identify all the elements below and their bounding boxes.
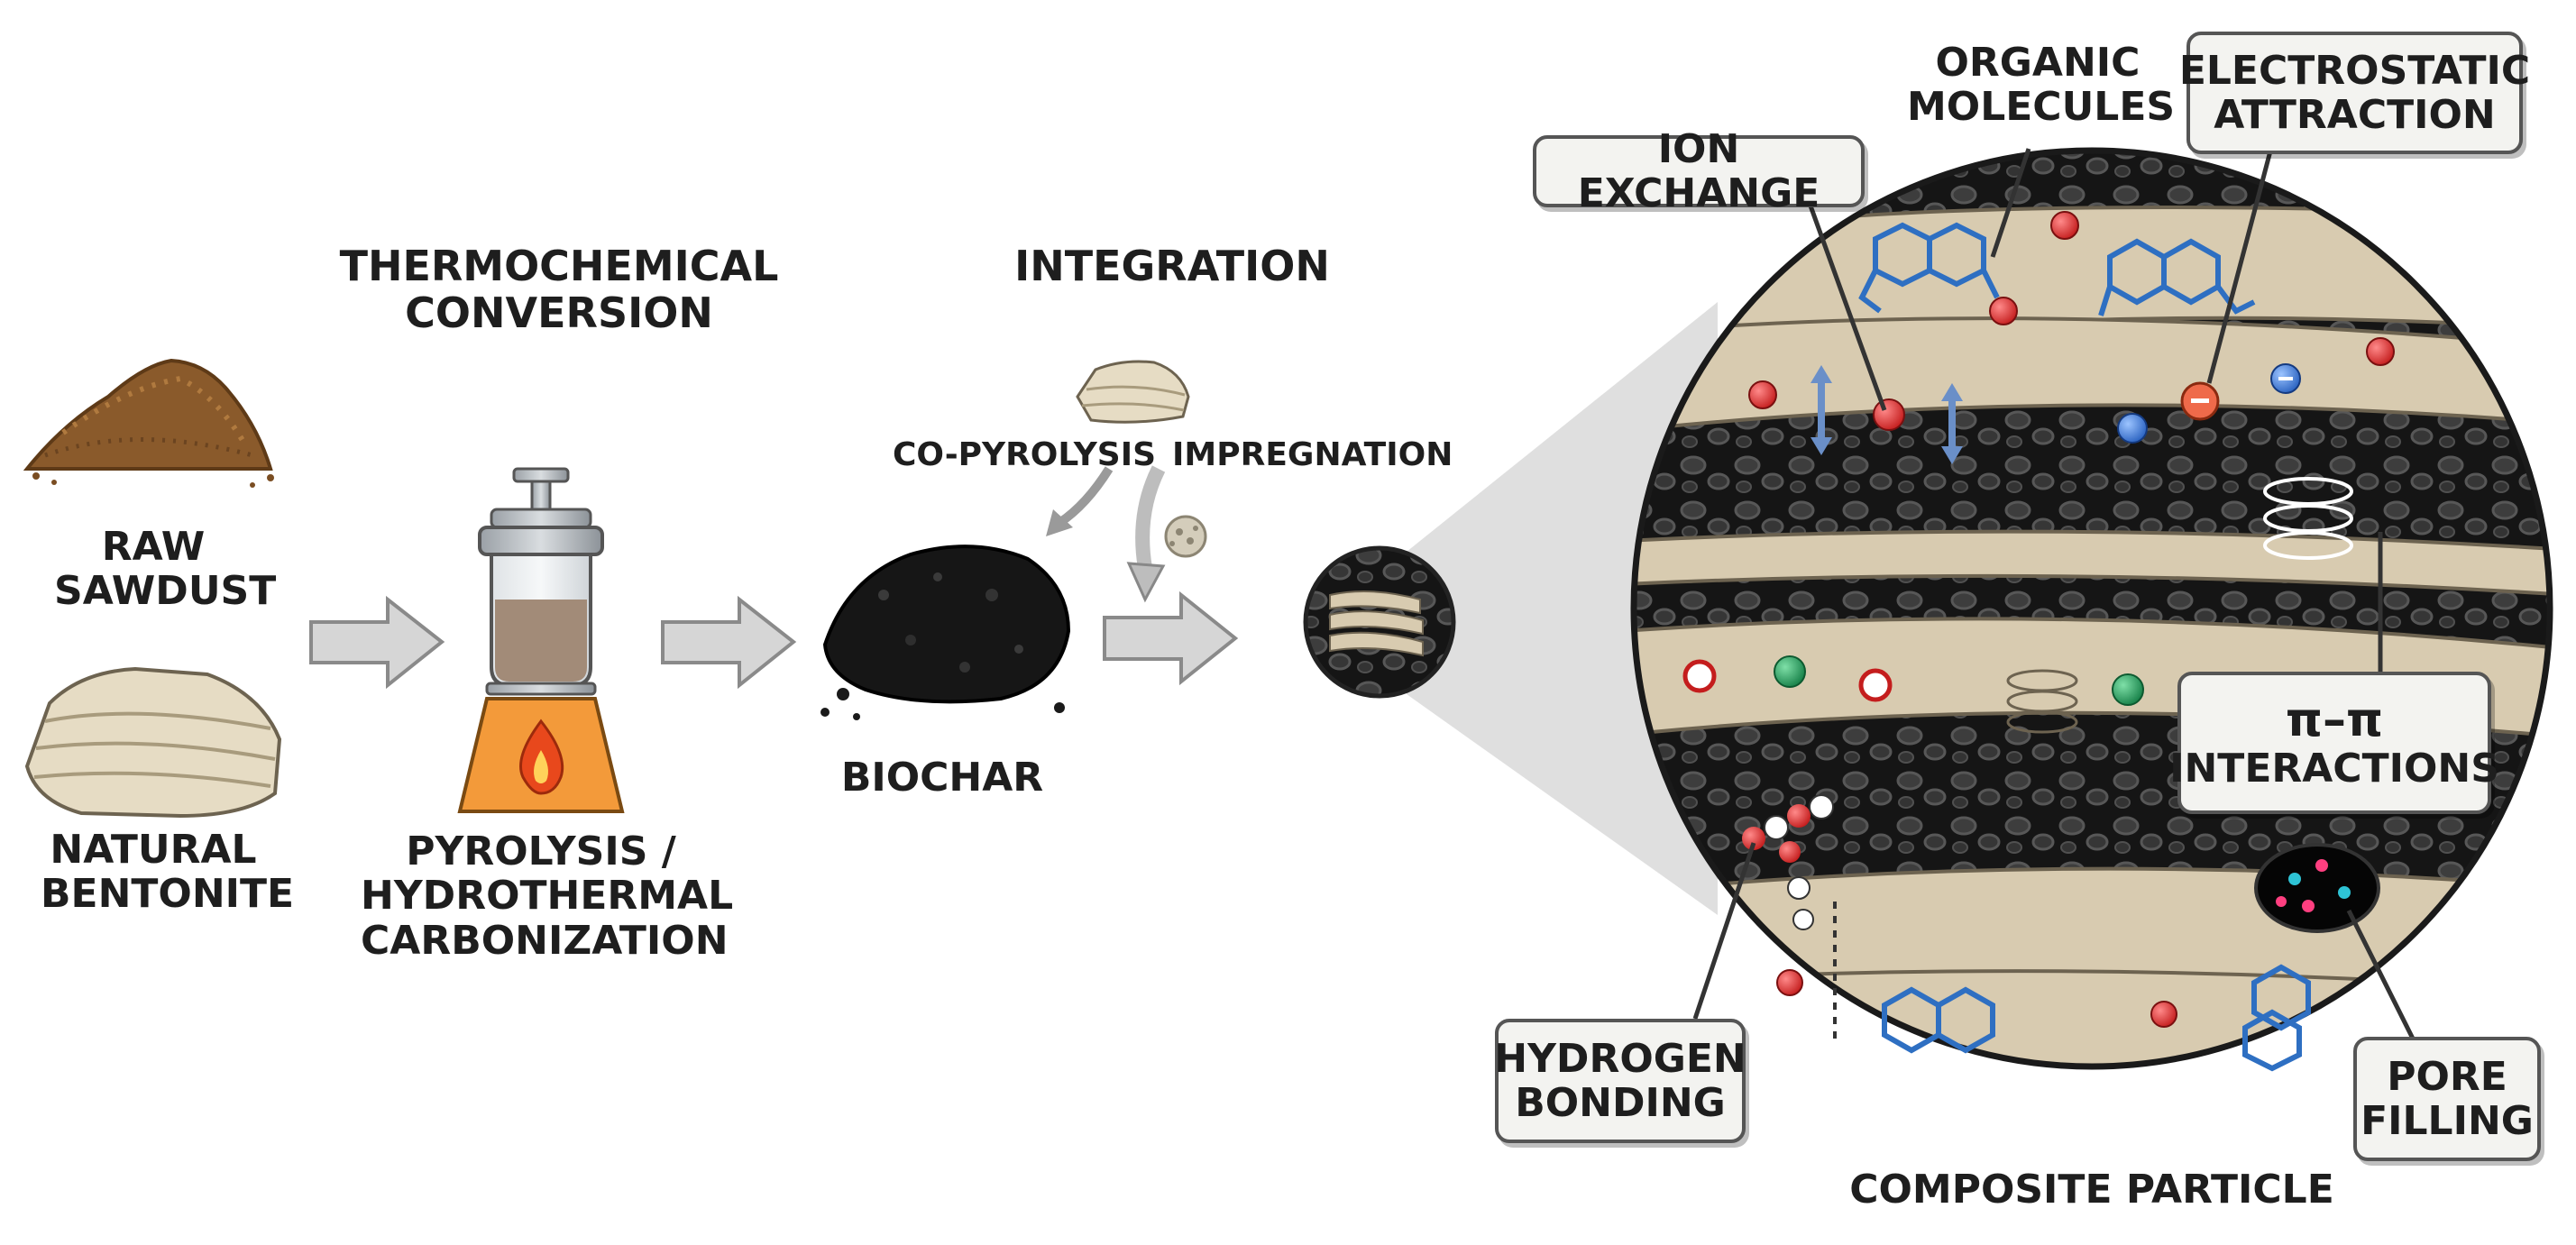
integration-title: INTEGRATION: [1014, 242, 1330, 290]
biochar-pile-icon: [820, 545, 1071, 720]
organic-molecule-icon: [1858, 222, 2000, 314]
cation-icon: [1748, 211, 2395, 1028]
zoom-cone: [1407, 302, 1718, 915]
biochar-label: BIOCHAR: [840, 755, 1044, 801]
magnified-composite: [1630, 147, 2553, 1072]
electrostatic-callout: ELECTROSTATIC ATTRACTION: [2179, 32, 2530, 154]
pi-pi-symbol: π–π: [2285, 693, 2384, 748]
clay-sheet-icon: [1076, 360, 1190, 424]
ion-exchange-callout: ION EXCHANGE: [1533, 127, 1865, 215]
arrow-icon: [1103, 590, 1239, 686]
organic-molecule-icon: [2242, 964, 2311, 1072]
sawdust-label: RAW SAWDUST: [54, 524, 277, 615]
pore-filling-callout: PORE FILLING: [2353, 1037, 2541, 1161]
electrostatic-text: ELECTROSTATIC ATTRACTION: [2178, 47, 2531, 138]
pi-pi-callout: π–π INTERACTIONS: [2169, 672, 2499, 814]
hydrogen-bond-chain-icon: [1742, 794, 1837, 1046]
pi-stack-icon: [2263, 477, 2353, 560]
impregnation-label: IMPREGNATION: [1172, 436, 1453, 473]
organic-molecule-icon: [1882, 986, 1995, 1054]
impregnation-arrow-icon: [1126, 465, 1166, 603]
pi-pi-text: INTERACTIONS: [2169, 746, 2499, 792]
composite-particle-label: COMPOSITE PARTICLE: [1849, 1167, 2334, 1213]
copyrolysis-arrow-icon: [1046, 466, 1114, 536]
exchange-arrow-icon: [1811, 365, 1963, 464]
pi-stack-icon: [2006, 669, 2078, 734]
nanoparticle-icon: [1164, 515, 1207, 558]
bentonite-rock-icon: [24, 666, 282, 819]
hydrogen-bonding-text: HYDROGEN BONDING: [1494, 1035, 1746, 1126]
sawdust-pile-icon: [23, 358, 274, 488]
bentonite-label: NATURAL BENTONITE: [41, 827, 295, 918]
thermochemical-title: THERMOCHEMICAL CONVERSION: [339, 242, 779, 337]
ion-exchange-text: ION EXCHANGE: [1577, 125, 1820, 216]
copyrolysis-label: CO-PYROLYSIS: [893, 436, 1157, 473]
organic-molecule-icon: [2098, 238, 2256, 316]
hydrogen-bonding-callout: HYDROGEN BONDING: [1494, 1019, 1746, 1143]
flame-heater-icon: [457, 697, 625, 813]
reactor-vessel-icon: [478, 467, 604, 696]
reactor-caption: PYROLYSIS / HYDROTHERMAL CARBONIZATION: [361, 828, 734, 964]
green-ion-icon: [1774, 655, 2144, 706]
organic-molecules-label: ORGANIC MOLECULES: [1907, 40, 2176, 131]
pore-filling-text: PORE FILLING: [2361, 1053, 2534, 1144]
composite-particle-icon: [1303, 545, 1456, 699]
arrow-icon: [661, 595, 797, 690]
pore-filling-icon: [2254, 843, 2380, 933]
anion-icon: [2117, 363, 2301, 444]
arrow-icon: [309, 595, 445, 690]
ring-cation-icon: [1682, 659, 1893, 702]
